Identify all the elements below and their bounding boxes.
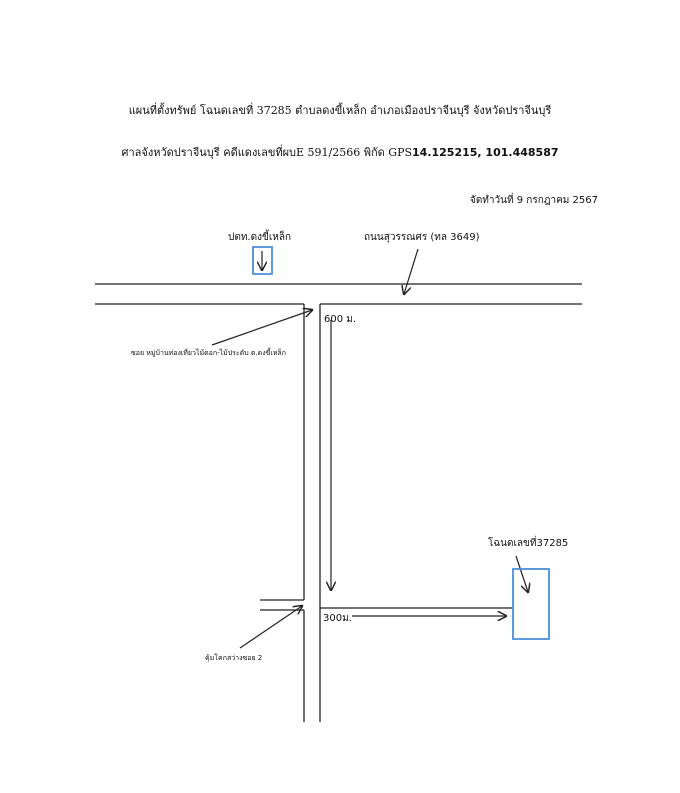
deed-label: โฉนดเลขที่37285	[488, 538, 569, 549]
distance-300-label: 300ม.	[323, 613, 352, 624]
map-title: แผนที่ตั้งทรัพย์ โฉนดเลขที่ 37285 ตำบลดง…	[128, 104, 552, 117]
deed-plot-marker	[512, 568, 550, 640]
arrow-deed	[515, 555, 528, 592]
main-road-label: ถนนสุวรรณศร (ทล 3649)	[364, 232, 480, 243]
soi-entrance-label: ซอย หมู่บ้านท่องเที่ยวไม้ดอก-ไม้ประดับ ต…	[131, 349, 286, 357]
arrow-soi-entrance	[211, 310, 312, 346]
police-station-label: ปตท.ดงขี้เหล็ก	[228, 232, 292, 243]
police-station-marker	[252, 246, 273, 275]
irrigation-soi-label: คุ้มโคกสว่างซอย 2	[205, 654, 263, 662]
arrow-main-road	[404, 248, 419, 294]
arrow-irrigation-soi	[239, 606, 302, 649]
court-case-line: ศาลจังหวัดปราจีนบุรี คดีแดงเลขที่ผบE 591…	[0, 143, 680, 161]
court-case-text: ศาลจังหวัดปราจีนบุรี คดีแดงเลขที่ผบE 591…	[121, 146, 413, 159]
distance-600-label: 600 ม.	[324, 314, 357, 325]
date-made: จัดทำวันที่ 9 กรกฎาคม 2567	[469, 195, 598, 206]
gps-coordinates: 14.125215, 101.448587	[412, 146, 559, 159]
